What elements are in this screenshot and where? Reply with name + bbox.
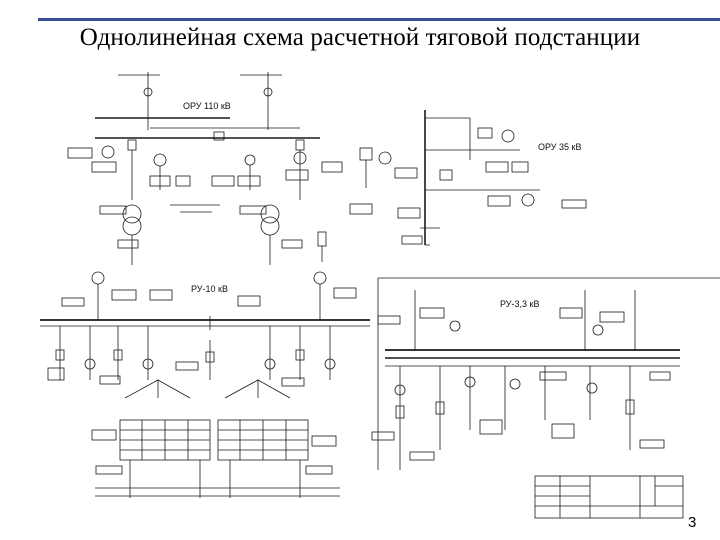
ru-10-section: [40, 271, 370, 498]
oru-110-section: [67, 72, 343, 265]
ru-33-section: [371, 277, 720, 470]
slide-title: Однолинейная схема расчетной тяговой под…: [79, 24, 641, 51]
title-rule: [38, 18, 720, 21]
label-oru-110: ОРУ 110 кВ: [183, 101, 231, 111]
label-ru-10: РУ-10 кВ: [191, 284, 228, 294]
page-number: 3: [688, 514, 697, 531]
oru-35-section: [349, 110, 587, 246]
title-block: [534, 475, 684, 519]
label-oru-35: ОРУ 35 кВ: [538, 142, 581, 152]
label-ru-33: РУ-3,3 кВ: [500, 299, 539, 309]
